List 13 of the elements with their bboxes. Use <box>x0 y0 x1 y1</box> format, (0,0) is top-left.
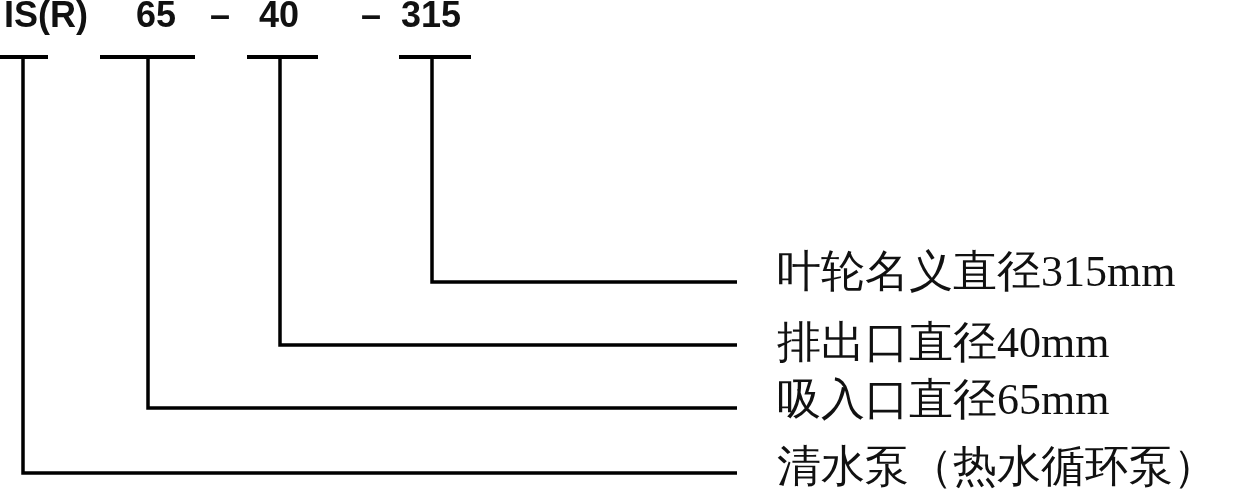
separator-dash: – <box>361 0 382 30</box>
description-text: 叶轮名义直径315mm <box>737 248 1176 296</box>
model-code-segment: 40 <box>247 0 318 59</box>
description-text: 清水泵（热水循环泵） <box>737 443 1217 491</box>
model-code-segment: 65 <box>100 0 195 59</box>
separator-dash: – <box>210 0 231 30</box>
model-code-segment: 315 <box>399 0 471 59</box>
leader-line <box>430 59 737 284</box>
description-text: 吸入口直径65mm <box>737 376 1110 424</box>
description-text: 排出口直径40mm <box>737 319 1110 367</box>
leader-line <box>21 59 737 475</box>
leader-line <box>278 59 737 347</box>
leader-line <box>146 59 737 410</box>
